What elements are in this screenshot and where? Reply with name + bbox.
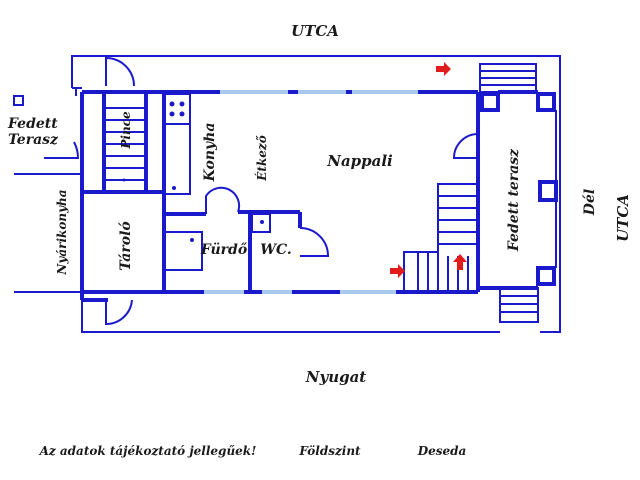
house-walls [80,90,558,302]
label-kitchen: Konyha [202,123,218,183]
living-room-stairs [403,183,478,292]
label-bathroom: Fürdő [200,242,248,258]
label-storage: Tároló [118,221,134,271]
label-west: Nyugat [305,368,367,386]
arrow-right-icon [436,62,451,76]
bottom-right-stairs [499,287,539,323]
top-right-stairs [479,63,537,93]
footer-disclaimer: Az adatok tájékoztató jellegűek! [39,444,257,458]
label-south: Dél [582,189,598,216]
outdoor-lines [13,88,82,293]
label-living-room: Nappali [326,152,393,170]
square-marker [13,95,24,106]
label-street-right: UTCA [614,194,632,242]
entrance-arrows [390,62,467,278]
footer-town: Deseda [417,444,467,458]
arrow-right-icon [390,264,405,278]
doors [44,56,479,326]
arrow-up-icon [453,254,467,270]
label-covered-terrace-left-line2: Terasz [8,132,59,148]
label-summer-kitchen: Nyárikonyha [55,189,69,275]
appliance-dots [122,101,264,242]
label-covered-terrace-right: Fedett terasz [506,148,522,252]
windows [204,90,418,294]
label-street-top: UTCA [291,22,339,40]
footer-floor: Földszint [298,444,361,458]
label-cellar: Pince [119,111,133,150]
label-dining: Étkező [254,135,269,181]
label-covered-terrace-left-line1: Fedett [7,116,58,132]
label-wc: WC. [260,242,292,258]
